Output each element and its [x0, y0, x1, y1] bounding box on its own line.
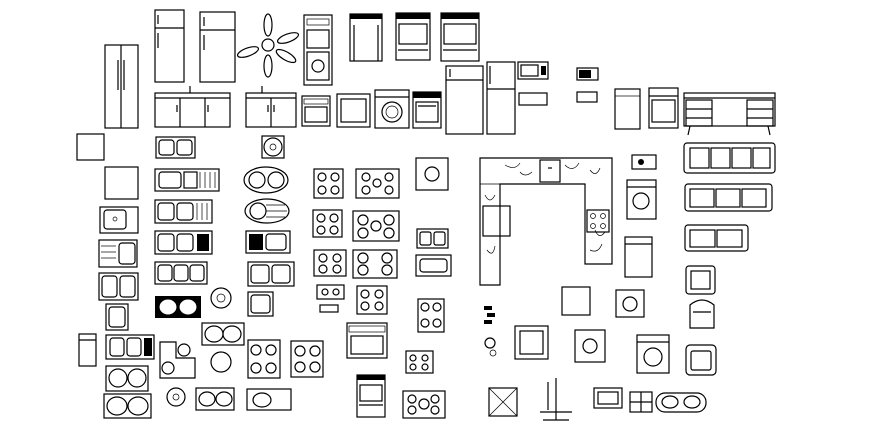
- refrigerator-side-by-side-icon: [104, 44, 139, 129]
- kitchen-sink-double-icon: [154, 230, 213, 255]
- gas-cooktop-icon: [405, 350, 434, 374]
- kitchen-sink-double-icon: [154, 199, 213, 224]
- oval-sink-icon: [655, 392, 707, 413]
- range-oven-icon: [303, 14, 333, 86]
- l-shaped-kitchen-layout-icon: [479, 157, 613, 286]
- oval-sink-icon: [105, 365, 149, 392]
- refrigerator-top-freezer-icon: [445, 65, 484, 135]
- kitchen-sink-single-icon: [98, 239, 138, 268]
- range-oven-icon: [412, 91, 442, 129]
- kitchen-sink-double-icon: [247, 261, 295, 287]
- gas-cooktop-icon: [417, 298, 445, 333]
- kitchen-sink-single-icon: [99, 206, 139, 234]
- oval-sink-icon: [244, 198, 290, 224]
- corner-sink-icon: [159, 341, 196, 379]
- cabinet-square-icon: [561, 286, 591, 316]
- sofa-icon: [684, 224, 749, 252]
- oval-sink-icon: [103, 393, 152, 419]
- kitchen-sink-double-icon: [195, 387, 235, 411]
- cabinet-square-icon: [488, 387, 518, 417]
- round-sink-icon: [261, 135, 285, 159]
- dishwasher-icon: [349, 13, 383, 62]
- cooktop-with-burners-icon: [402, 390, 446, 419]
- range-oven-icon: [395, 12, 431, 61]
- armchair-icon: [685, 344, 717, 376]
- oval-sink-icon: [243, 166, 289, 194]
- kitchen-sink-single-icon: [247, 291, 274, 317]
- range-oven-icon: [440, 12, 480, 62]
- refrigerator-top-freezer-icon: [199, 11, 236, 83]
- kitchen-sink-single-icon: [105, 303, 129, 331]
- dishwasher-icon: [614, 88, 641, 130]
- washing-machine-icon: [374, 89, 410, 129]
- round-sink-icon: [210, 351, 232, 373]
- washing-machine-icon: [574, 329, 606, 363]
- refrigerator-top-freezer-icon: [486, 61, 516, 135]
- range-oven-icon: [356, 374, 386, 418]
- small-appliance-icon: [518, 92, 548, 106]
- sofa-icon: [684, 183, 773, 212]
- oval-sink-icon: [246, 388, 292, 411]
- round-sink-icon: [166, 387, 186, 407]
- kitchen-sink-double-icon: [155, 296, 201, 318]
- range-oven-icon: [346, 322, 388, 359]
- bar-stool-icon: [540, 378, 572, 421]
- cabinet-square-icon: [76, 133, 105, 161]
- gas-cooktop-icon: [356, 285, 388, 315]
- gas-cooktop-icon: [316, 284, 345, 313]
- sofa-icon: [683, 142, 776, 174]
- microwave-icon: [576, 67, 599, 81]
- desk-with-drawers-icon: [683, 92, 776, 136]
- small-appliance-icon: [593, 387, 623, 409]
- gas-cooktop-icon: [313, 249, 347, 277]
- small-appliance-icon: [576, 91, 598, 103]
- kitchen-sink-single-icon: [415, 254, 452, 277]
- dishwasher-icon: [624, 236, 653, 278]
- kitchen-sink-double-icon: [154, 261, 208, 285]
- gas-cooktop-icon: [312, 209, 343, 238]
- gas-cooktop-icon: [355, 168, 400, 199]
- small-appliance-icon: [629, 391, 653, 413]
- microwave-icon: [517, 61, 549, 80]
- range-oven-icon: [336, 93, 371, 128]
- range-oven-icon: [301, 95, 331, 127]
- kitchen-sink-double-icon: [155, 136, 196, 159]
- round-sink-icon: [210, 287, 232, 309]
- washing-machine-icon: [626, 179, 657, 220]
- kitchen-sink-single-icon: [104, 166, 139, 200]
- washing-machine-icon: [415, 157, 449, 191]
- gas-cooktop-icon: [352, 249, 398, 279]
- kitchen-cabinet-icon: [245, 86, 297, 128]
- kitchen-sink-double-icon: [105, 334, 155, 360]
- washing-machine-icon: [615, 289, 645, 318]
- small-appliance-icon: [484, 306, 497, 357]
- washing-machine-icon: [636, 334, 670, 374]
- ceiling-fan-icon: [236, 13, 300, 78]
- kitchen-sink-double-icon: [416, 228, 449, 249]
- gas-cooktop-icon: [352, 210, 400, 242]
- kitchen-cabinet-icon: [154, 86, 231, 128]
- armchair-icon: [685, 265, 716, 295]
- cooktop-with-burners-icon: [247, 339, 281, 379]
- washing-machine-icon: [514, 325, 549, 360]
- kitchen-sink-single-icon: [245, 230, 291, 254]
- armchair-icon: [689, 299, 715, 329]
- refrigerator-top-freezer-icon: [154, 9, 185, 83]
- small-appliance-icon: [78, 333, 97, 367]
- microwave-icon: [631, 154, 657, 170]
- washing-machine-icon: [648, 87, 679, 129]
- cooktop-with-burners-icon: [290, 340, 324, 378]
- kitchen-sink-double-icon: [201, 322, 245, 346]
- kitchen-sink-single-icon: [154, 168, 220, 192]
- gas-cooktop-icon: [313, 168, 344, 199]
- kitchen-sink-double-icon: [98, 272, 139, 301]
